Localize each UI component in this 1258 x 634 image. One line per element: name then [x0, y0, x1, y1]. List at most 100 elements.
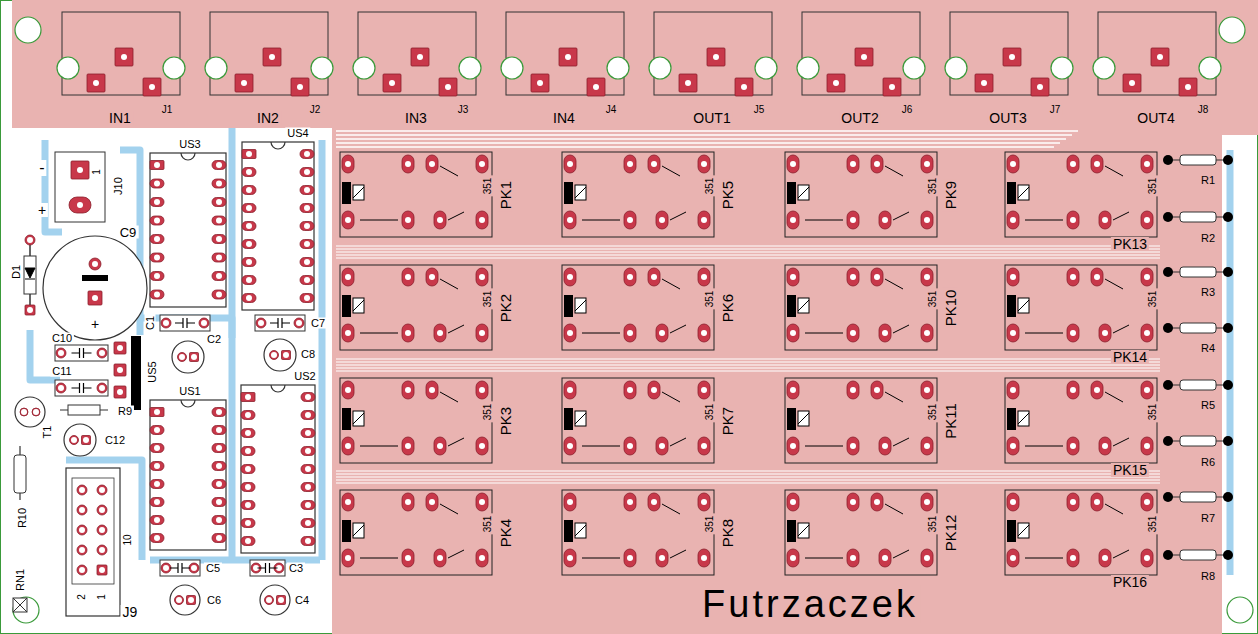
jack-mount-hole	[205, 57, 227, 79]
drill-hole	[246, 259, 252, 265]
solder-pad	[1067, 381, 1079, 399]
silkscreen-label: 351	[1148, 402, 1158, 423]
solder-pad	[827, 74, 845, 92]
silkscreen-label: PK12	[943, 513, 958, 554]
solder-pad	[847, 493, 859, 511]
solder-pad	[434, 211, 446, 229]
drill-hole	[216, 162, 222, 168]
drill-hole	[405, 499, 411, 505]
drill-hole	[304, 169, 310, 175]
drill-hole	[245, 394, 251, 400]
solder-pad	[242, 150, 256, 159]
silkscreen-label: US2	[292, 371, 317, 382]
drill-hole	[77, 167, 83, 173]
drill-hole	[345, 161, 351, 167]
drill-hole	[850, 387, 856, 393]
solder-pad	[300, 240, 314, 249]
solder-pad	[1141, 268, 1153, 286]
solder-pad	[879, 324, 891, 342]
solder-pad	[921, 381, 933, 399]
jack-mount-hole	[353, 57, 375, 79]
jack-mount-hole	[1199, 57, 1221, 79]
silkscreen-label: +	[36, 203, 48, 217]
drill-hole	[304, 205, 310, 211]
relay-coil	[1018, 187, 1029, 198]
jack-outline	[506, 12, 624, 95]
solder-pad	[787, 211, 799, 229]
capacitor-outline	[55, 345, 108, 361]
solder-pad	[342, 155, 354, 173]
jack-outline	[654, 12, 772, 95]
silkscreen-label: 351	[1148, 176, 1158, 197]
relay-coil	[798, 185, 809, 200]
solder-pad	[150, 161, 164, 170]
solder-pad	[921, 324, 933, 342]
solder-pad	[648, 155, 660, 173]
solder-pad	[82, 436, 91, 445]
drill-hole	[216, 292, 222, 298]
solder-pad	[847, 268, 859, 286]
solder-pad	[624, 324, 636, 342]
capacitor-outline	[250, 560, 285, 576]
drill-hole	[627, 161, 633, 167]
solder-pad	[150, 198, 164, 207]
relay-pin1-mark	[787, 408, 796, 430]
relay-outline	[562, 490, 714, 575]
silkscreen-label: 351	[483, 176, 493, 197]
silkscreen-label: C4	[293, 595, 311, 606]
solder-pad	[531, 74, 549, 92]
relay-pin1-mark	[342, 520, 351, 542]
drill-hole	[216, 255, 222, 261]
silkscreen-label: C3	[287, 563, 305, 574]
solder-pad	[300, 150, 314, 159]
silkscreen-label: J10	[113, 175, 124, 197]
capacitor-symbol	[270, 318, 290, 328]
solder-pad	[476, 211, 488, 229]
drill-hole	[305, 466, 311, 472]
relay-coil	[575, 523, 586, 538]
drill-hole	[874, 499, 880, 505]
drill-hole	[345, 443, 351, 449]
drill-hole	[71, 437, 77, 443]
ic-outline	[150, 400, 226, 550]
silkscreen-label: PK10	[943, 288, 958, 329]
drill-hole	[1094, 274, 1100, 280]
drill-hole	[1010, 499, 1016, 505]
solder-pad	[564, 437, 576, 455]
solder-pad	[1067, 211, 1079, 229]
solder-pad	[241, 483, 255, 492]
drill-hole	[79, 507, 85, 513]
solder-pad	[559, 48, 577, 66]
drill-hole	[567, 555, 573, 561]
solder-pad	[150, 498, 164, 507]
drill-hole	[246, 169, 252, 175]
relay-pin1-mark	[1007, 408, 1016, 430]
solder-pad	[787, 324, 799, 342]
silkscreen-label: J3	[456, 105, 471, 115]
solder-pad	[212, 516, 226, 525]
capacitor-symbol	[258, 563, 278, 573]
drill-hole	[790, 330, 796, 336]
jack-outline	[62, 12, 180, 95]
solder-pad	[150, 426, 164, 435]
relay-outline	[1005, 378, 1157, 463]
solder-pad	[698, 549, 710, 567]
solder-pad	[77, 505, 87, 515]
silkscreen-label: J4	[604, 105, 619, 115]
drill-hole	[405, 443, 411, 449]
solder-pad	[787, 155, 799, 173]
solder-pad	[587, 78, 605, 96]
drill-hole	[627, 499, 633, 505]
relay-contact	[582, 166, 686, 220]
jack-mount-hole	[945, 57, 967, 79]
drill-hole	[874, 274, 880, 280]
solder-pad	[847, 155, 859, 173]
drill-hole	[191, 354, 197, 360]
jack-outline	[210, 12, 328, 95]
solder-pad	[189, 563, 199, 573]
drill-hole	[924, 387, 930, 393]
drill-hole	[345, 499, 351, 505]
drill-hole	[154, 481, 160, 487]
solder-pad	[921, 211, 933, 229]
drill-hole	[246, 295, 252, 301]
